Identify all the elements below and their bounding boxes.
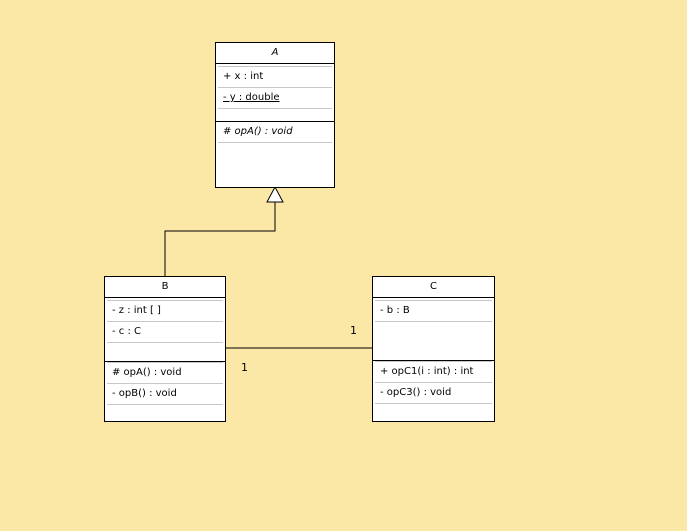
class-b-attributes: - z : int [ ] - c : C — [105, 300, 225, 343]
class-a-name: A — [216, 43, 334, 64]
class-a-attributes: + x : int - y : double — [216, 66, 334, 109]
class-c-divider — [373, 360, 494, 361]
class-a-attribute-y[interactable]: - y : double — [218, 88, 332, 109]
class-b-operation-opb[interactable]: - opB() : void — [107, 384, 223, 405]
class-b-attribute-c[interactable]: - c : C — [107, 322, 223, 343]
class-c-operation-opc1[interactable]: + opC1(i : int) : int — [375, 361, 492, 383]
class-a-attribute-x[interactable]: + x : int — [218, 66, 332, 88]
class-c-operation-opc3[interactable]: - opC3() : void — [375, 383, 492, 404]
class-b-attribute-z[interactable]: - z : int [ ] — [107, 300, 223, 322]
generalization-line — [164, 202, 276, 276]
multiplicity-b-end: 1 — [241, 361, 248, 374]
class-b[interactable]: B - z : int [ ] - c : C # opA() : void -… — [104, 276, 226, 422]
class-a-divider — [216, 121, 334, 122]
class-b-divider — [105, 361, 225, 362]
class-a-operation-opa[interactable]: # opA() : void — [218, 122, 332, 143]
class-c[interactable]: C - b : B + opC1(i : int) : int - opC3()… — [372, 276, 495, 422]
class-c-attributes: - b : B — [373, 300, 494, 322]
class-a[interactable]: A + x : int - y : double # opA() : void — [215, 42, 335, 188]
class-c-name: C — [373, 277, 494, 298]
class-c-operations: + opC1(i : int) : int - opC3() : void — [373, 361, 494, 404]
multiplicity-c-end: 1 — [350, 324, 357, 337]
generalization-arrowhead — [266, 185, 284, 203]
class-b-operations: # opA() : void - opB() : void — [105, 362, 225, 405]
class-b-name: B — [105, 277, 225, 298]
class-b-operation-opa[interactable]: # opA() : void — [107, 362, 223, 384]
class-c-attribute-b[interactable]: - b : B — [375, 300, 492, 322]
class-a-operations: # opA() : void — [216, 122, 334, 143]
